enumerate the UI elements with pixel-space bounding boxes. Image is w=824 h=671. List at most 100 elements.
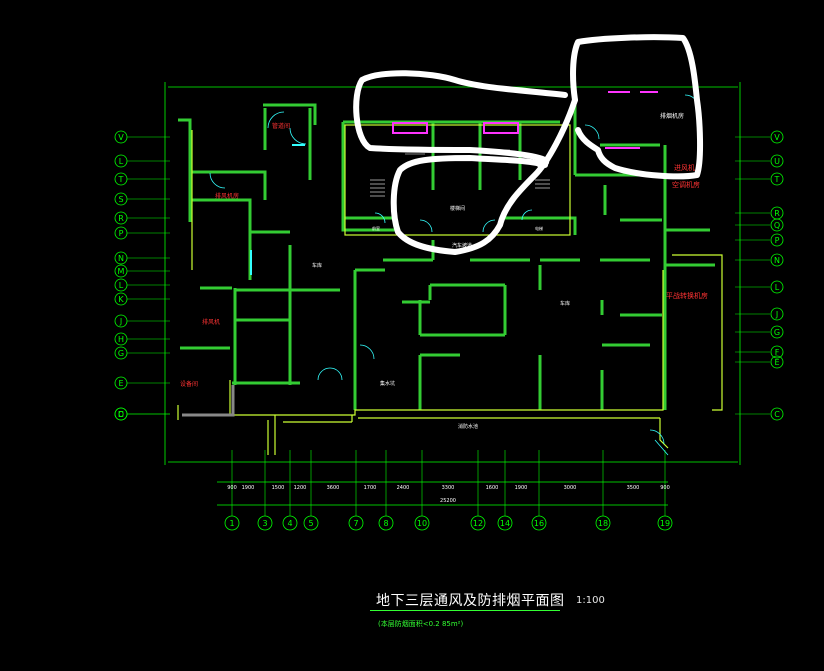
svg-text:G: G [774,328,780,337]
drawing-scale: 1:100 [576,595,605,606]
room-label: 车库 [312,262,322,269]
svg-text:16: 16 [534,519,544,528]
svg-text:J: J [775,310,778,319]
row-axis-marker: L [114,278,128,292]
dimension-text: 1900 [515,485,528,491]
room-label: 进风机房 [674,163,702,172]
svg-text:S: S [118,195,123,204]
row-axis-marker: V [114,130,128,144]
dimension-text: 1900 [242,485,255,491]
row-axis-marker: J [735,307,784,321]
column-axis-marker: 8 [378,450,394,531]
svg-text:10: 10 [417,519,427,528]
row-axis-marker: M [114,264,128,278]
column-axis-marker: 5 [303,450,319,531]
dimension-text: 1700 [364,485,377,491]
room-label: 电梯 [535,225,543,231]
svg-text:R: R [118,214,124,223]
svg-text:R: R [774,209,780,218]
svg-text:7: 7 [353,519,358,528]
svg-text:L: L [119,157,124,166]
svg-text:N: N [118,254,124,263]
svg-text:F: F [775,348,780,357]
svg-text:G: G [118,349,124,358]
row-axis-marker: S [114,192,128,206]
dimension-text: 900 [660,485,670,491]
svg-text:Q: Q [774,221,780,230]
svg-text:P: P [775,236,780,245]
column-axis-marker: 1 [224,450,240,531]
row-axis-marker: C [114,407,128,421]
row-axis-marker: R [735,206,784,220]
drawing-title: 地下三层通风及防排烟平面图 [376,593,565,609]
row-axis-marker: U [735,154,784,168]
cyan-accents [250,144,305,275]
equipment-markers [392,91,658,149]
row-axis-marker: V [735,130,784,144]
column-axis-marker: 18 [595,450,611,531]
door-swings [209,94,700,456]
svg-text:V: V [118,133,124,142]
grey-walls [182,385,235,417]
column-axis-marker: 4 [282,450,298,531]
room-labels: 管道间 排风机房 空调机房 车库 车库 进风机房 排烟机房 排风机 消防水池 平… [180,112,708,430]
dimension-text: 3500 [627,485,640,491]
svg-text:18: 18 [598,519,608,528]
markup-annotations [353,34,704,255]
walls [178,103,715,410]
row-axis-marker: N [735,253,784,267]
column-axis-marker: 19 [657,450,673,531]
svg-text:C: C [774,410,780,419]
row-axis-marker: C [735,407,784,421]
svg-text:12: 12 [473,519,483,528]
column-axis-marker: 7 [348,450,364,531]
dimension-text: 1200 [294,485,307,491]
svg-text:E: E [118,379,123,388]
row-axis-marker: P [114,226,128,240]
svg-text:H: H [118,335,124,344]
frame-lines [164,82,741,506]
row-axis-marker: P [735,233,784,247]
svg-text:D: D [118,410,124,419]
dimension-text: 1600 [486,485,499,491]
row-axis-marker: L [735,280,784,294]
svg-text:14: 14 [500,519,510,528]
svg-text:L: L [775,283,780,292]
dimension-text: 3600 [327,485,340,491]
svg-text:J: J [119,317,122,326]
svg-text:T: T [118,175,124,184]
row-axis-marker: E [114,376,128,390]
room-label: 排风机房 [215,192,239,200]
room-label: 楼梯间 [450,205,465,212]
room-label: 集水坑 [380,380,395,387]
row-axis-marker: T [114,172,128,186]
row-grid-lines-left [127,136,170,415]
title-underline [370,610,560,611]
svg-text:19: 19 [660,519,670,528]
row-axis-marker: K [114,292,128,306]
column-axis-marker: 12 [470,450,486,531]
svg-text:L: L [119,281,124,290]
room-label: 管道间 [272,122,290,130]
row-axis-marker: G [735,325,784,339]
drawing-subtitle: (本层防烟面积<0.2 85m²) [378,620,464,628]
row-axis-marker: Q [735,218,784,232]
dimension-text: 3300 [442,485,455,491]
room-label: 前室 [372,225,380,231]
svg-text:P: P [119,229,124,238]
row-axis-marker: J [114,314,128,328]
row-axis-marker: L [114,154,128,168]
svg-text:1: 1 [229,519,234,528]
room-label: 空调机房 [672,180,700,189]
dimension-text: 900 [227,485,237,491]
column-axis-marker: 16 [531,450,547,531]
row-axis-marker: G [114,346,128,360]
room-label: 消防水池 [458,423,478,430]
svg-text:M: M [118,267,125,276]
column-axis-marker: 14 [497,450,513,531]
